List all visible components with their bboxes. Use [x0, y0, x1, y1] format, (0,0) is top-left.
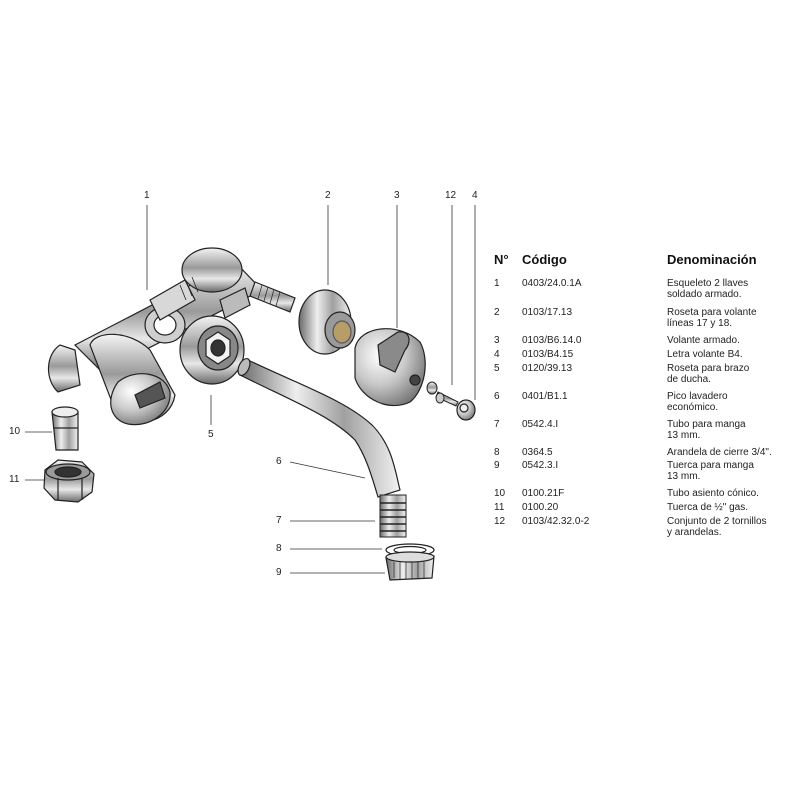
row-number: 5 [494, 363, 500, 374]
row-number: 12 [494, 516, 506, 527]
callout-9: 9 [276, 567, 282, 578]
row-code: 0542.4.I [522, 419, 559, 430]
callout-11: 11 [9, 474, 20, 485]
part-2-handle-rosette [298, 289, 356, 355]
row-number: 9 [494, 460, 500, 471]
row-name: Arandela de cierre 3/4". [667, 447, 772, 458]
callout-4: 4 [472, 190, 478, 201]
row-number: 8 [494, 447, 500, 458]
row-code: 0100.20 [522, 502, 559, 513]
part-7-hose-tube [379, 494, 407, 538]
row-code: 0103/B4.15 [522, 349, 574, 360]
callout-5: 5 [208, 429, 214, 440]
part-6-spout [237, 357, 401, 498]
row-number: 4 [494, 349, 500, 360]
header-number: N° [494, 252, 509, 267]
row-name: Tubo asiento cónico. [667, 488, 759, 499]
part-12-screws-washers [426, 381, 459, 407]
row-code: 0103/17.13 [522, 307, 573, 318]
leader-lines [25, 205, 476, 574]
row-number: 3 [494, 335, 500, 346]
callout-12: 12 [445, 190, 457, 201]
row-code: 0364.5 [522, 447, 553, 458]
leader-line-6 [289, 461, 366, 479]
row-name: Tuerca para manga 13 mm. [667, 460, 754, 482]
callout-8: 8 [276, 543, 282, 554]
row-code: 0103/B6.14.0 [522, 335, 582, 346]
part-4-handle-letter [456, 399, 476, 421]
part-5-shower-arm-rosette [179, 315, 245, 385]
row-number: 2 [494, 307, 500, 318]
row-name: Roseta para volante líneas 17 y 18. [667, 307, 757, 329]
part-1-skeleton-body [47, 247, 296, 426]
row-name: Letra volante B4. [667, 349, 743, 360]
row-code: 0103/42.32.0-2 [522, 516, 590, 527]
callout-3: 3 [394, 190, 400, 201]
row-name: Conjunto de 2 tornillos y arandelas. [667, 516, 767, 538]
header-code: Código [522, 252, 567, 267]
callout-10: 10 [9, 426, 21, 437]
callout-7: 7 [276, 515, 282, 526]
row-code: 0120/39.13 [522, 363, 573, 374]
row-code: 0542.3.I [522, 460, 559, 471]
part-11-gas-nut [43, 459, 95, 503]
part-9-hose-nut [385, 551, 435, 581]
row-number: 6 [494, 391, 500, 402]
row-code: 0403/24.0.1A [522, 278, 582, 289]
row-number: 1 [494, 278, 500, 289]
part-10-conical-seat-tube [51, 406, 79, 451]
row-name: Esqueleto 2 llaves soldado armado. [667, 278, 749, 300]
row-code: 0401/B1.1 [522, 391, 568, 402]
row-name: Tuerca de ½" gas. [667, 502, 749, 513]
callout-1: 1 [144, 190, 150, 201]
row-name: Pico lavadero económico. [667, 391, 728, 413]
row-number: 7 [494, 419, 500, 430]
row-code: 0100.21F [522, 488, 565, 499]
row-number: 10 [494, 488, 506, 499]
callout-2: 2 [325, 190, 331, 201]
row-number: 11 [494, 502, 505, 513]
row-name: Roseta para brazo de ducha. [667, 363, 750, 385]
row-name: Volante armado. [667, 335, 740, 346]
part-3-handle [354, 328, 426, 407]
header-name: Denominación [667, 252, 757, 267]
callout-6: 6 [276, 456, 282, 467]
row-name: Tubo para manga 13 mm. [667, 419, 746, 441]
